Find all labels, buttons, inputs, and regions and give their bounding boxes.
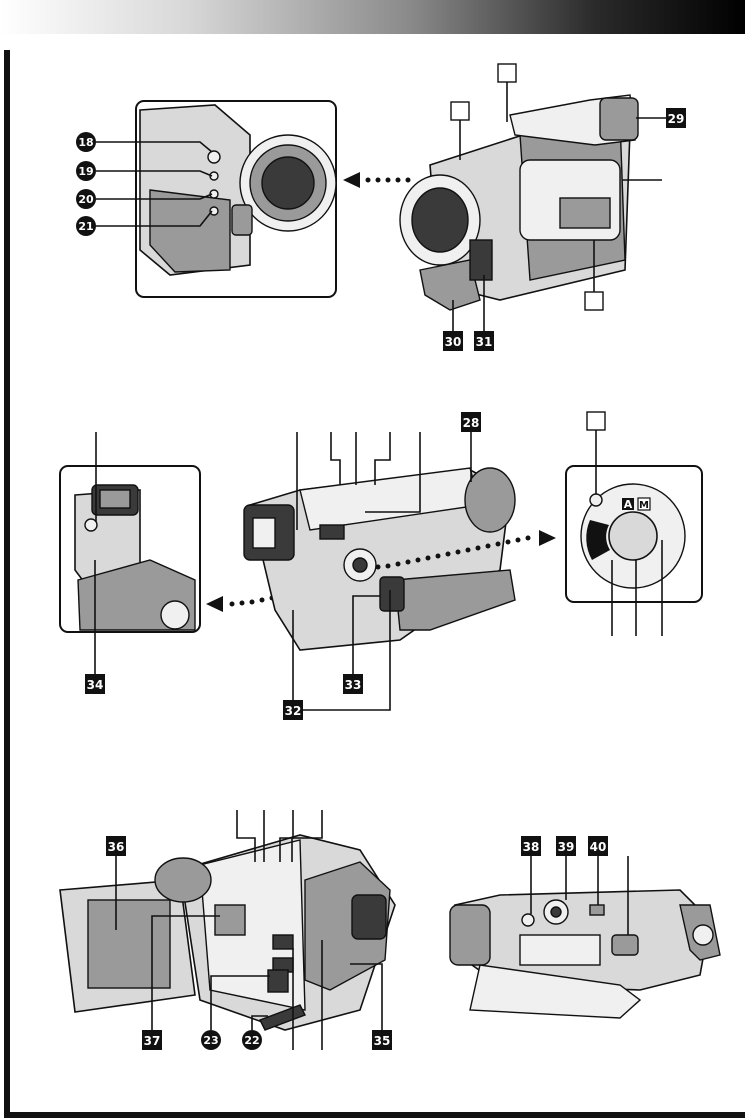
svg-text:22: 22 [244,1034,259,1047]
svg-text:34: 34 [87,678,104,692]
svg-text:35: 35 [374,1034,391,1048]
svg-text:38: 38 [523,840,540,854]
svg-text:30: 30 [445,335,462,349]
svg-text:29: 29 [668,112,685,126]
camcorder-bottom-view [450,890,720,1018]
camcorder-front-view [400,95,638,310]
svg-text:A: A [624,498,633,511]
svg-text:40: 40 [590,840,607,854]
svg-text:19: 19 [78,165,93,178]
callout-square-29: 29 [636,108,686,128]
svg-text:21: 21 [78,220,93,233]
svg-text:33: 33 [345,678,362,692]
camcorder-lcd-open-view [60,835,395,1030]
callout-empty-square [587,412,605,430]
camcorder-rear-view [244,468,515,650]
svg-text:31: 31 [476,335,493,349]
callout-empty-square [451,102,469,120]
svg-text:28: 28 [463,416,480,430]
svg-text:37: 37 [144,1034,161,1048]
callout-square-39: 39 [556,836,576,900]
arrow-left-to-inset [343,172,411,188]
svg-text:23: 23 [203,1034,218,1047]
svg-text:M: M [639,500,649,511]
svg-text:32: 32 [285,704,302,718]
svg-text:20: 20 [78,193,94,206]
mode-dial-drawing: A M [581,484,685,588]
callout-empty-square [498,64,516,82]
callout-empty-square [585,292,603,310]
svg-text:18: 18 [78,136,93,149]
svg-text:39: 39 [558,840,575,854]
svg-text:36: 36 [108,840,125,854]
